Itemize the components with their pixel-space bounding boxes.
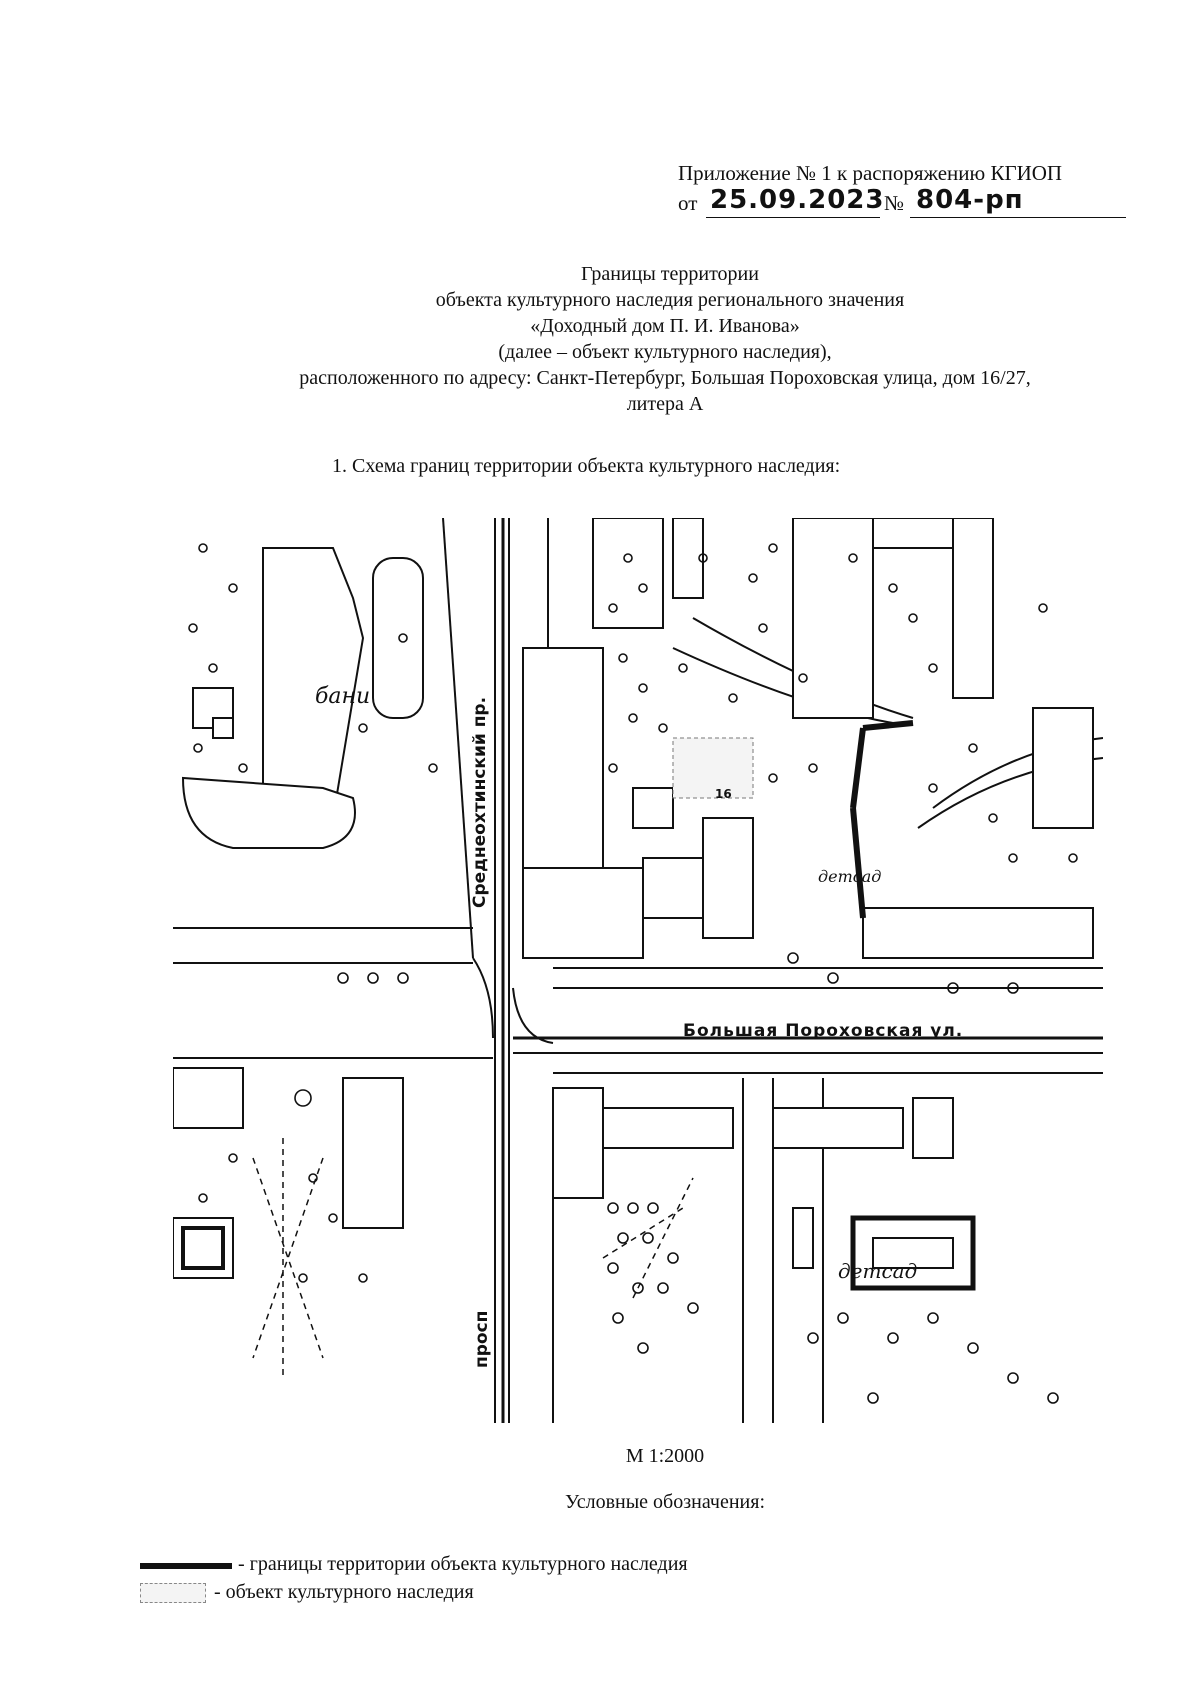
boundary-scheme-map: бани детсад детсад 16 Большая Пороховска… [173,518,1103,1423]
order-date: 25.09.2023 [710,185,885,215]
legend-item-boundary: - границы территории объекта культурного… [238,1553,688,1575]
appendix-label: Приложение № 1 к распоряжению КГИОП [678,161,1063,185]
title-line-3: «Доходный дом П. И. Иванова» [530,315,800,337]
label-house-number: 16 [715,787,732,801]
title-line-6: литера А [626,393,704,415]
title-line-5: расположенного по адресу: Санкт-Петербур… [299,367,1031,389]
street-label-srednekhtinsky-top: Среднеохтинский пр. [470,697,490,908]
legend-boundary-symbol [140,1563,232,1569]
number-underline [910,217,1126,218]
date-prefix: от [678,191,698,215]
map-scale: М 1:2000 [625,1445,705,1467]
label-detsad-bottom: детсад [838,1259,917,1283]
label-bani: бани [315,684,370,709]
order-number: 804-рп [916,185,1024,215]
title-line-4: (далее – объект культурного наследия), [498,341,832,363]
order-date-number: от 25.09.2023 № 804-рп [678,185,1128,221]
date-underline [706,217,880,218]
label-detsad-top: детсад [818,867,881,886]
legend-item-heritage: - объект культурного наследия [214,1581,474,1603]
legend-heading: Условные обозначения: [564,1491,766,1513]
street-label-srednekhtinsky-bottom: просп [472,1311,492,1368]
street-label-bolshaya-porokhovskaya: Большая Пороховская ул. [683,1021,963,1041]
title-line-1: Границы территории [581,263,759,285]
section-heading: 1. Схема границ территории объекта культ… [332,455,841,477]
title-line-2: объекта культурного наследия регионально… [435,289,905,311]
legend-heritage-symbol [140,1583,206,1603]
number-sign: № [884,191,905,215]
